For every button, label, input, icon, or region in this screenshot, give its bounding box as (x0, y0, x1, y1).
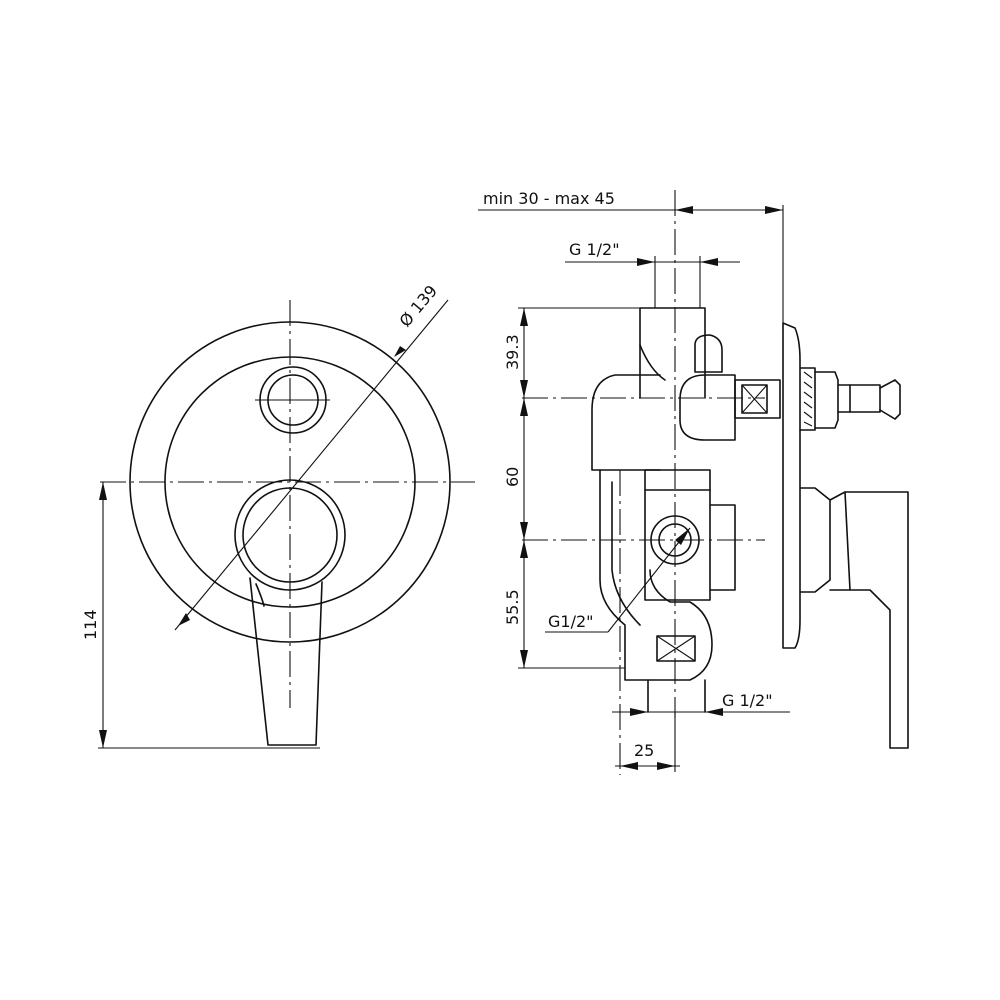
inlet-thread-label: G1/2" (548, 612, 594, 631)
diverter-spindle (734, 379, 781, 419)
bottom-thread-dimension (612, 708, 790, 716)
bottom-thread-label: G 1/2" (722, 691, 773, 710)
depth-label: min 30 - max 45 (483, 189, 615, 208)
diameter-dimension (174, 299, 449, 631)
wall-plate (782, 322, 801, 649)
diverter-knob-side (799, 367, 901, 431)
valve-body (591, 307, 736, 713)
inlet-thread-leader (545, 527, 691, 633)
dim-mid-label: 60 (503, 467, 522, 487)
outlet-spacing-label: 25 (634, 741, 654, 760)
height-dimension (98, 482, 320, 749)
height-label: 114 (81, 609, 100, 640)
dim-bottom-label: 55.5 (503, 589, 522, 625)
top-thread-dimension (565, 256, 740, 308)
front-view: Ø 139 114 (81, 281, 475, 749)
diameter-label: Ø 139 (396, 281, 442, 330)
lever-handle-side (799, 487, 909, 749)
dim-top-label: 39.3 (503, 334, 522, 370)
depth-dimension (478, 205, 784, 330)
vertical-dimension-chain (518, 307, 640, 669)
outlet-spacing-dimension (615, 712, 680, 772)
top-thread-label: G 1/2" (569, 240, 620, 259)
side-view: min 30 - max 45 G 1/2" 39.3 60 55.5 (478, 189, 909, 775)
